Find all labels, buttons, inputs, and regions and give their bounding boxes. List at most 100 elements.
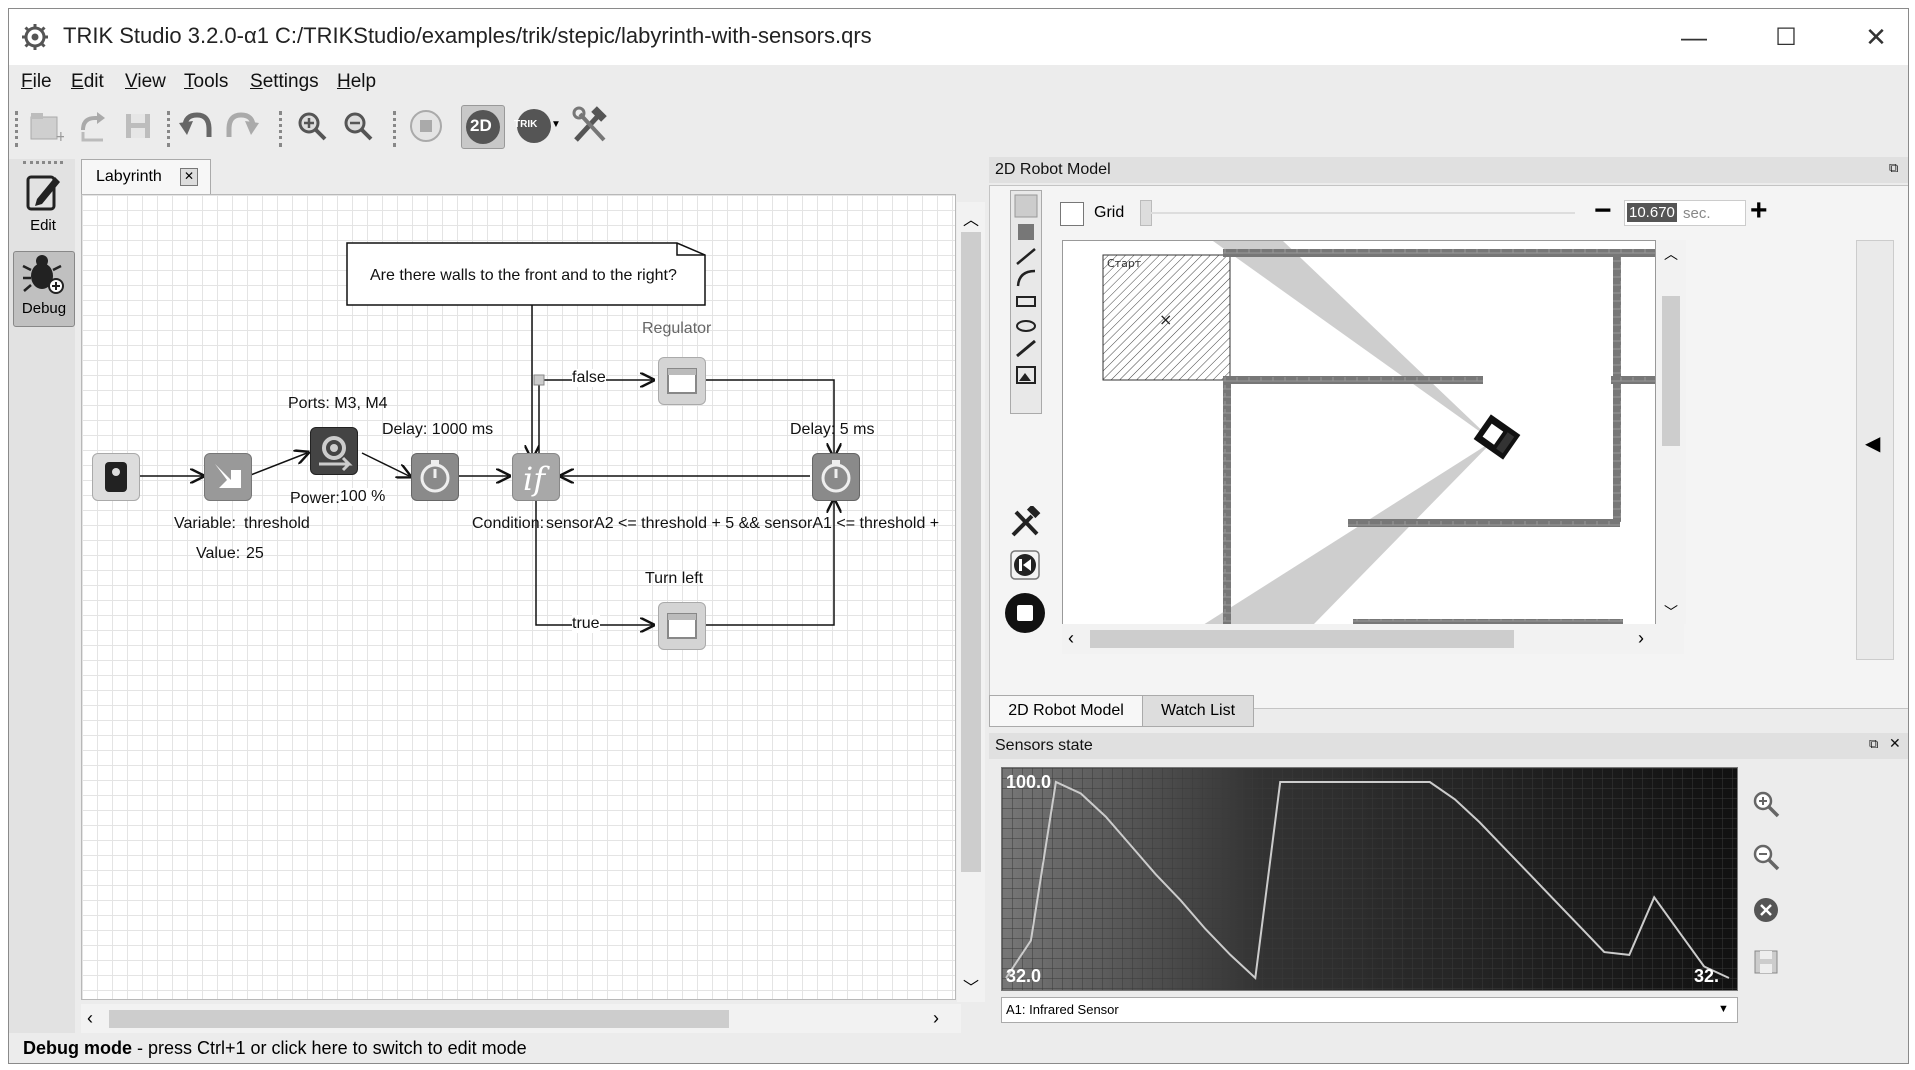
world-scroll-left-icon[interactable]: ‹ [1068,628,1074,648]
world-scroll-up-icon[interactable]: ︿ [1664,246,1678,262]
world-scene: Старт × [1102,241,1655,625]
tab-labyrinth[interactable]: Labyrinth ✕ [81,159,211,194]
redo-icon[interactable] [221,105,263,147]
menu-edit[interactable]: Edit [71,71,104,93]
time-value: 10.670 [1627,203,1677,222]
sensor-select-dropdown[interactable]: A1: Infrared Sensor ▼ [1001,997,1738,1023]
menu-tools[interactable]: Tools [184,71,228,93]
pencil-tool-icon[interactable] [1010,350,1040,376]
zoom-out-minus-icon[interactable]: − [1594,194,1612,227]
timer-node-1000[interactable] [411,453,459,501]
mode-2d-button[interactable]: 2D [461,105,505,149]
menu-bar: File Edit View Tools Settings Help [9,65,1908,97]
toolbar-grip-3[interactable] [279,111,285,147]
bezier-tool-icon[interactable] [1010,272,1040,298]
scroll-left-icon[interactable]: ‹ [87,1008,93,1028]
tools-hammer-icon[interactable] [567,105,613,147]
menu-view-label: iew [137,71,166,92]
image-tool-icon[interactable] [1010,376,1040,406]
zoom-in-plus-icon[interactable]: + [1750,194,1768,227]
status-bar[interactable]: Debug mode - press Ctrl+1 or click here … [9,1033,1908,1063]
plot-save-icon[interactable] [1751,947,1781,977]
world-horizontal-thumb[interactable] [1090,630,1514,648]
if-node[interactable]: if [512,453,560,501]
zoom-out-icon[interactable] [337,105,379,147]
undock-icon[interactable]: ⧉ [1889,160,1899,175]
plot-max-label: 100.0 [1006,772,1052,792]
undo-icon[interactable] [175,105,217,147]
menu-settings[interactable]: Settings [250,71,319,93]
reset-robot-icon[interactable] [1008,548,1042,582]
initial-node[interactable] [92,453,140,501]
horizontal-scroll-thumb[interactable] [109,1010,729,1028]
debug-mode-button[interactable]: Debug [13,251,75,327]
scroll-right-icon[interactable]: › [933,1008,939,1028]
minimize-button[interactable]: — [1681,21,1707,52]
svg-text:if: if [523,460,550,498]
toolbar-grip-2[interactable] [167,111,173,147]
sensors-close-icon[interactable]: ✕ [1889,735,1901,751]
close-button[interactable]: ✕ [1865,21,1887,52]
world-horizontal-scrollbar[interactable]: ‹ › [1062,624,1684,654]
delay-1000-label: Delay: 1000 ms [382,421,494,438]
rectangle-tool-icon[interactable] [1010,298,1040,324]
scroll-up-icon[interactable]: ︿ [963,212,980,229]
stop-run-icon[interactable] [1004,592,1046,634]
plot-zoom-in-icon[interactable] [1751,789,1781,819]
vertical-scroll-thumb[interactable] [961,232,981,872]
condition-value: sensorA2 <= threshold + 5 && sensorA1 <=… [546,515,940,532]
scroll-down-icon[interactable]: ﹀ [963,980,980,997]
trik-robot-selector[interactable]: TRIK ▼ [507,105,561,147]
stop-simulation-icon[interactable] [405,105,447,147]
cursor-tool-icon[interactable] [1010,190,1040,220]
ellipse-tool-icon[interactable] [1010,324,1040,350]
tab-watch-list[interactable]: Watch List [1142,695,1254,727]
canvas-horizontal-scrollbar[interactable]: ‹ › [81,1004,961,1034]
tab-watch-list-label: Watch List [1160,702,1236,719]
diagram-canvas[interactable]: Are there walls to the front and to the … [81,194,956,1000]
collapse-sidebar-handle[interactable]: ◀ [1856,240,1894,660]
save-icon[interactable] [117,105,159,147]
line-tool-icon[interactable] [1010,246,1040,272]
maximize-button[interactable]: ☐ [1775,23,1797,51]
world-scroll-right-icon[interactable]: › [1638,628,1644,648]
diagram-tab-bar: Labyrinth ✕ [81,157,986,195]
plot-zoom-out-icon[interactable] [1751,842,1781,872]
variable-init-node[interactable] [204,453,252,501]
menu-help[interactable]: Help [337,71,376,93]
world-vertical-thumb[interactable] [1662,296,1680,446]
timer-icon-2 [821,460,851,493]
diagram-links [133,242,955,999]
open-icon[interactable] [73,105,115,147]
menu-file-mnemonic: F [21,71,33,92]
turn-left-subprogram-node[interactable] [658,602,706,650]
world-palette [1010,190,1042,414]
plot-reset-icon[interactable] [1751,895,1781,925]
sensor-plot[interactable]: 100.0 32.0 32. [1001,767,1738,991]
menu-file[interactable]: File [21,71,52,93]
title-bar: TRIK Studio 3.2.0-α1 C:/TRIKStudio/examp… [9,9,1908,65]
status-hint: - press Ctrl+1 or click here to switch t… [132,1038,527,1058]
robot-settings-icon[interactable] [1008,504,1042,540]
robot-world-view[interactable]: Старт × [1062,240,1656,626]
tab-2d-robot-model[interactable]: 2D Robot Model [989,695,1143,727]
wall-tool-icon[interactable] [1010,220,1040,246]
sensors-undock-icon[interactable]: ⧉ [1869,736,1879,751]
new-diagram-icon[interactable]: + [25,105,67,147]
motors-forward-node[interactable] [310,427,358,475]
world-scroll-down-icon[interactable]: ﹀ [1664,604,1678,620]
power-label: Power: [290,490,340,507]
tab-close-icon[interactable]: ✕ [180,168,198,186]
zoom-in-icon[interactable] [291,105,333,147]
world-vertical-scrollbar[interactable]: ︿ ﹀ [1656,240,1686,624]
regulator-subprogram-node[interactable] [658,357,706,405]
grid-size-slider[interactable] [1150,212,1575,214]
grid-checkbox[interactable] [1060,202,1084,226]
canvas-vertical-scrollbar[interactable]: ︿ ﹀ [957,202,985,1002]
toolbar-grip[interactable] [15,111,21,147]
menu-view[interactable]: View [125,71,166,93]
toolbar-grip-4[interactable] [393,111,399,147]
timer-node-5[interactable] [812,453,860,501]
edit-mode-button[interactable]: Edit [13,171,73,241]
collapse-left-icon[interactable]: ◀ [1865,433,1881,455]
